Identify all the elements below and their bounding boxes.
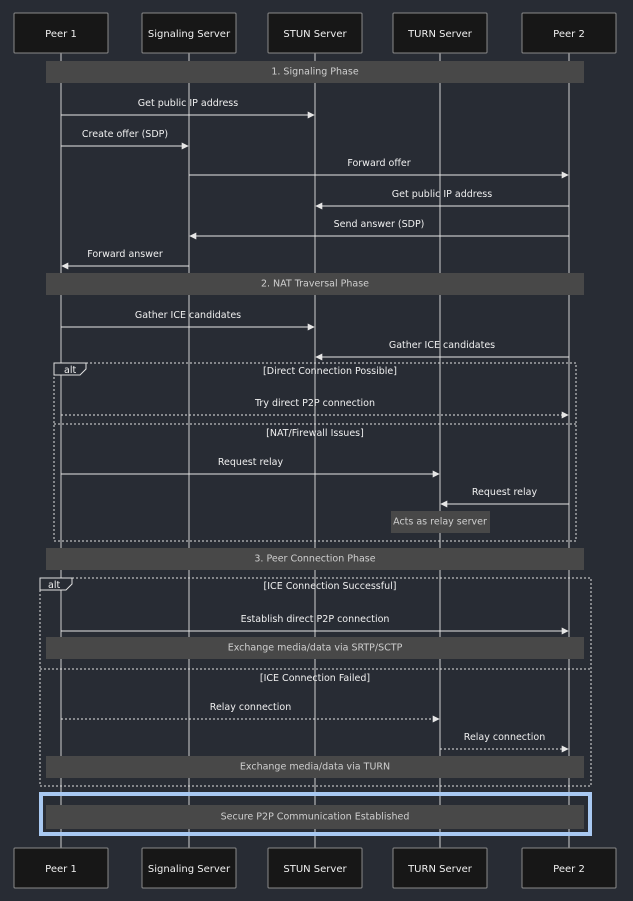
actor-label: Peer 2 — [553, 29, 585, 40]
actor-stun-server-top: STUN Server — [267, 12, 363, 54]
svg-text:1. Signaling Phase: 1. Signaling Phase — [271, 67, 358, 78]
message-label: Get public IP address — [138, 98, 238, 109]
message-send-answer-sdp: Send answer (SDP) — [189, 219, 569, 240]
message-forward-offer: Forward offer — [189, 158, 569, 179]
message-forward-answer: Forward answer — [61, 249, 189, 270]
actor-label: STUN Server — [283, 29, 347, 40]
actor-label: Signaling Server — [148, 864, 231, 875]
actor-peer-1-top: Peer 1 — [13, 12, 109, 54]
message-label: Try direct P2P connection — [254, 398, 375, 409]
message-label: Create offer (SDP) — [82, 129, 168, 140]
message-label: Gather ICE candidates — [389, 340, 495, 351]
phase-note-peer: 3. Peer Connection Phase — [46, 548, 584, 570]
note-media-turn: Exchange media/data via TURN — [46, 756, 584, 778]
note-relay-server: Acts as relay server — [391, 511, 490, 533]
message-label: Relay connection — [210, 702, 291, 713]
message-relay-connection: Relay connection — [61, 702, 440, 723]
actor-label: Peer 1 — [45, 864, 77, 875]
svg-text:Exchange media/data via SRTP/S: Exchange media/data via SRTP/SCTP — [228, 643, 403, 654]
svg-text:3. Peer Connection Phase: 3. Peer Connection Phase — [254, 554, 375, 565]
message-gather-ice-candidates: Gather ICE candidates — [315, 340, 569, 361]
alt-tag: alt — [48, 580, 60, 591]
actor-signaling-server-bottom: Signaling Server — [141, 847, 237, 889]
message-request-relay: Request relay — [61, 457, 440, 478]
message-establish-direct-p2p-connection: Establish direct P2P connection — [61, 614, 569, 635]
actor-label: Peer 2 — [553, 864, 585, 875]
message-label: Send answer (SDP) — [334, 219, 425, 230]
actor-peer-2-bottom: Peer 2 — [521, 847, 617, 889]
svg-text:Exchange media/data via TURN: Exchange media/data via TURN — [240, 762, 390, 773]
alt-frame-ice: alt [ICE Connection Successful] [ICE Con… — [39, 577, 592, 787]
message-relay-connection: Relay connection — [440, 732, 569, 753]
actor-label: TURN Server — [407, 29, 473, 40]
message-request-relay: Request relay — [440, 487, 569, 508]
message-label: Gather ICE candidates — [135, 310, 241, 321]
note-media-srtp: Exchange media/data via SRTP/SCTP — [46, 637, 584, 659]
alt-else-condition: [ICE Connection Failed] — [260, 673, 370, 684]
actor-label: TURN Server — [407, 864, 473, 875]
actor-label: STUN Server — [283, 864, 347, 875]
message-get-public-ip-address: Get public IP address — [61, 98, 315, 119]
actor-peer-1-bottom: Peer 1 — [13, 847, 109, 889]
message-label: Establish direct P2P connection — [241, 614, 390, 625]
alt-tag: alt — [64, 365, 76, 376]
actor-peer-2-top: Peer 2 — [521, 12, 617, 54]
alt-frame-direct: alt [Direct Connection Possible] [NAT/Fi… — [53, 362, 577, 542]
message-try-direct-p2p-connection: Try direct P2P connection — [61, 398, 569, 419]
actor-stun-server-bottom: STUN Server — [267, 847, 363, 889]
alt-else-condition: [NAT/Firewall Issues] — [266, 428, 364, 439]
actor-label: Signaling Server — [148, 29, 231, 40]
actor-turn-server-top: TURN Server — [392, 12, 488, 54]
phase-note-nat: 2. NAT Traversal Phase — [46, 273, 584, 295]
final-status-banner: Secure P2P Communication Established — [39, 792, 592, 836]
svg-text:2. NAT Traversal Phase: 2. NAT Traversal Phase — [261, 279, 369, 290]
message-get-public-ip-address: Get public IP address — [315, 189, 569, 210]
alt-condition: [ICE Connection Successful] — [264, 581, 397, 592]
message-label: Request relay — [218, 457, 284, 468]
actor-label: Peer 1 — [45, 29, 77, 40]
actor-turn-server-bottom: TURN Server — [392, 847, 488, 889]
alt-condition: [Direct Connection Possible] — [263, 366, 397, 377]
message-create-offer-sdp: Create offer (SDP) — [61, 129, 189, 150]
message-label: Relay connection — [464, 732, 545, 743]
svg-text:Secure P2P Communication Estab: Secure P2P Communication Established — [221, 812, 410, 823]
message-label: Request relay — [472, 487, 538, 498]
message-label: Forward answer — [87, 249, 163, 260]
message-label: Forward offer — [347, 158, 410, 169]
message-gather-ice-candidates: Gather ICE candidates — [61, 310, 315, 331]
phase-note-signaling: 1. Signaling Phase — [46, 61, 584, 83]
svg-text:Acts as relay server: Acts as relay server — [393, 517, 487, 528]
actor-signaling-server-top: Signaling Server — [141, 12, 237, 54]
message-label: Get public IP address — [392, 189, 492, 200]
